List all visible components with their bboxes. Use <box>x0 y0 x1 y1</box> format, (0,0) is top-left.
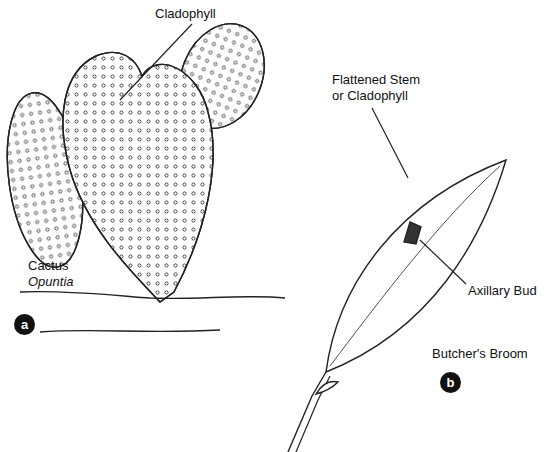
ground-line <box>20 292 285 299</box>
figure-letter: b <box>440 372 461 393</box>
leader-line <box>120 24 192 100</box>
part-label: Flattened Stem or Cladophyll <box>332 72 434 104</box>
part-label: Opuntia <box>28 274 108 290</box>
axillary-bud <box>404 222 421 244</box>
leader-line <box>372 108 408 178</box>
part-label: Butcher's Broom <box>432 346 544 362</box>
figure-letter: a <box>14 314 35 335</box>
midrib <box>330 166 500 366</box>
figure-letter-text: b <box>447 376 455 389</box>
part-label: Cactus <box>28 258 108 274</box>
cactus-pad <box>63 52 213 302</box>
cladophyll-leaf <box>326 160 506 372</box>
leader-line <box>420 240 466 284</box>
pad-texture <box>63 52 213 302</box>
figure-letter-text: a <box>21 318 28 331</box>
stem <box>288 372 326 452</box>
ground-line <box>40 330 220 332</box>
part-label: Cladophyll <box>155 6 275 22</box>
bract <box>316 382 338 395</box>
part-label: Axillary Bud <box>468 283 546 299</box>
